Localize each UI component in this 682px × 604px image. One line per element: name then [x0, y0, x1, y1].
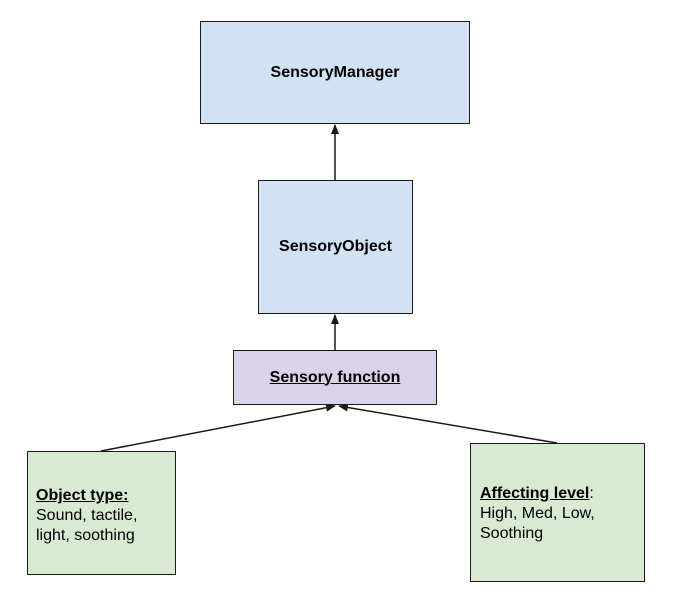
- node-sensory-manager-label: SensoryManager: [270, 63, 400, 81]
- affecting-level-heading-colon: :: [589, 485, 594, 502]
- affecting-level-line-1: High, Med, Low,: [480, 505, 595, 522]
- object-type-heading: Object type:: [36, 487, 129, 504]
- arrow-type-to-function: [100, 403, 336, 452]
- node-sensory-object-label: SensoryObject: [279, 238, 392, 255]
- node-object-type: Object type: Sound, tactile, light, soot…: [27, 451, 176, 575]
- node-sensory-function-label: Sensory function: [269, 368, 401, 386]
- arrow-level-to-function: [338, 403, 558, 444]
- node-sensory-function: Sensory function: [233, 350, 437, 405]
- affecting-level-line-2: Soothing: [480, 525, 544, 542]
- node-affecting-level: Affecting level: High, Med, Low, Soothin…: [470, 443, 645, 582]
- affecting-level-heading: Affecting level: [480, 485, 590, 502]
- node-sensory-object: SensoryObject: [258, 180, 413, 314]
- affecting-level-heading-row: Affecting level:: [480, 484, 644, 504]
- object-type-line-2: light, soothing: [36, 527, 135, 544]
- object-type-line-1: Sound, tactile,: [36, 507, 138, 524]
- node-sensory-manager: SensoryManager: [200, 21, 470, 124]
